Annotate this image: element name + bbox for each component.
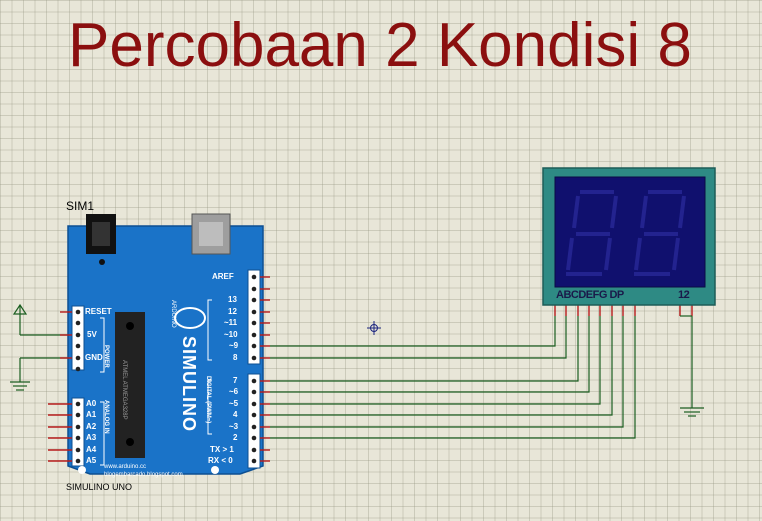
simulino-logo: SIMULINO [179, 336, 199, 432]
pin-label-8: 8 [233, 353, 238, 362]
arduino-board[interactable] [67, 213, 264, 475]
pin-label-rx0: RX < 0 [208, 456, 233, 465]
pin-label-5: ~5 [229, 399, 239, 408]
pin-label-3: ~3 [229, 422, 239, 431]
pin-label-a0: A0 [86, 399, 97, 408]
pin-label-2: 2 [233, 433, 238, 442]
segment-pins-label: ABCDEFG DP [556, 289, 624, 301]
website-label: www.arduino.cc [104, 464, 147, 470]
ground-symbol-left[interactable] [10, 357, 68, 391]
ground-symbol-right[interactable] [680, 315, 704, 417]
pin-label-5v: 5V [87, 330, 97, 339]
crosshair-cursor-icon [367, 321, 381, 335]
signal-wires[interactable] [270, 316, 636, 439]
atmega-chip [115, 312, 145, 458]
pin-label-13: 13 [228, 295, 237, 304]
pin-label-gnd: GND [85, 353, 103, 362]
pin-label-a4: A4 [86, 445, 97, 454]
seven-segment-display[interactable] [542, 167, 716, 306]
pin-label-a1: A1 [86, 410, 97, 419]
pin-label-reset: RESET [85, 307, 112, 316]
power-terminal-symbol[interactable] [12, 303, 68, 336]
power-section-label: POWER [103, 345, 109, 368]
board-ref-label: SIM1 [66, 199, 95, 213]
chip-label: ATMEL ATMEGA328P [121, 360, 127, 420]
pin-label-7: 7 [233, 376, 238, 385]
analog-section-label: ANALOG IN [103, 400, 109, 434]
pin-label-a5: A5 [86, 456, 97, 465]
pin-label-12: 12 [228, 307, 237, 316]
pin-label-9: ~9 [229, 341, 239, 350]
blog-label: blogembarcado.blogspot.com [104, 472, 183, 478]
pin-label-4: 4 [233, 410, 238, 419]
arduino-mark: ARDUINO [170, 300, 176, 328]
page-title: Percobaan 2 Kondisi 8 [68, 11, 692, 80]
pin-label-aref: AREF [212, 272, 234, 281]
board-pin-stubs [48, 276, 693, 462]
board-name-label: SIMULINO UNO [66, 482, 133, 492]
digit-outline-left [566, 190, 618, 276]
pin-label-11: ~11 [224, 318, 238, 327]
pin-label-10: ~10 [224, 330, 238, 339]
pin-label-tx1: TX > 1 [210, 445, 234, 454]
pin-label-a3: A3 [86, 433, 97, 442]
pin-label-6: ~6 [229, 387, 239, 396]
common-pins-label: 12 [678, 289, 690, 301]
pin-label-a2: A2 [86, 422, 97, 431]
digit-outline-right [634, 190, 686, 276]
digital-section-label: DIGITAL (PWM~) [205, 376, 211, 424]
